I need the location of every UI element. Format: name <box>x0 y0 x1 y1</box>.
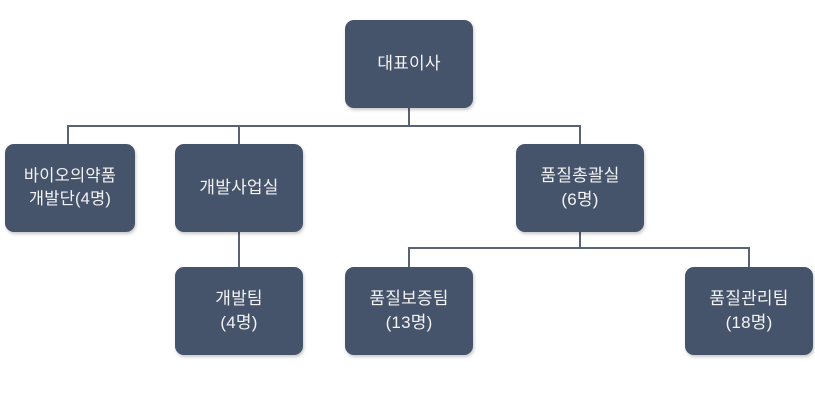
connector-quality-stem <box>579 232 581 248</box>
node-qc-team[interactable]: 품질관리팀 (18명) <box>685 267 813 355</box>
node-dev-team-line2: (4명) <box>220 313 258 332</box>
connector-drop-quality-division <box>579 125 581 144</box>
connector-drop-bio-dev <box>67 125 69 144</box>
connector-drop-dev-division <box>238 125 240 144</box>
node-bio-dev-line1: 바이오의약품 <box>23 166 117 185</box>
node-dev-team[interactable]: 개발팀 (4명) <box>175 267 303 355</box>
connector-level3-bus <box>408 247 750 249</box>
node-ceo[interactable]: 대표이사 <box>345 20 473 108</box>
node-bio-dev-line2: 개발단(4명) <box>28 190 112 208</box>
node-qa-team-line1: 품질보증팀 <box>369 288 449 308</box>
node-qc-team-line1: 품질관리팀 <box>709 288 789 308</box>
connector-ceo-stem <box>408 108 410 126</box>
node-quality-division-line1: 품질총괄실 <box>540 165 620 185</box>
node-qc-team-line2: (18명) <box>725 313 773 332</box>
connector-level2-bus <box>67 125 581 127</box>
node-quality-division-line2: (6명) <box>561 190 599 209</box>
node-bio-dev[interactable]: 바이오의약품 개발단(4명) <box>5 144 135 232</box>
node-dev-team-line1: 개발팀 <box>215 288 263 308</box>
connector-drop-qc-team <box>748 247 750 267</box>
node-qa-team-line2: (13명) <box>385 313 433 332</box>
node-dev-division[interactable]: 개발사업실 <box>175 144 303 232</box>
connector-dev-division-to-dev-team <box>238 232 240 267</box>
node-qa-team[interactable]: 품질보증팀 (13명) <box>345 267 473 355</box>
node-quality-division[interactable]: 품질총괄실 (6명) <box>516 144 644 232</box>
connector-drop-qa-team <box>408 247 410 267</box>
node-ceo-line1: 대표이사 <box>377 53 441 73</box>
node-dev-division-line1: 개발사업실 <box>199 177 279 197</box>
